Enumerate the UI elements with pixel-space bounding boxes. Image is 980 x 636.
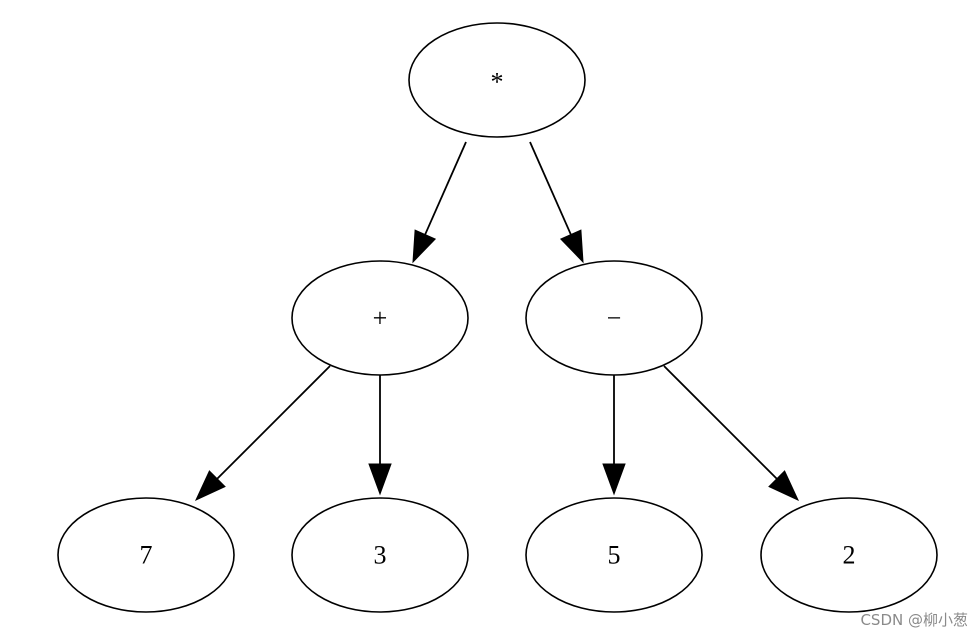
node-minus-label: −	[607, 304, 622, 333]
edge-root-plus	[424, 141, 467, 235]
node-n2-label: 2	[843, 541, 856, 570]
node-n7: 7	[57, 497, 235, 613]
node-root: *	[408, 22, 586, 138]
node-plus: +	[291, 260, 469, 376]
node-n3-ellipse	[291, 497, 469, 613]
node-n7-ellipse	[57, 497, 235, 613]
tree-edges	[194, 141, 800, 502]
arrowhead-plus-n7	[194, 470, 226, 502]
arrowhead-minus-n2	[768, 470, 800, 502]
node-n5-ellipse	[525, 497, 703, 613]
watermark: CSDN @柳小葱	[860, 611, 968, 629]
node-n3: 3	[291, 497, 469, 613]
node-n3-label: 3	[374, 541, 387, 570]
node-minus: −	[525, 260, 703, 376]
node-plus-ellipse	[291, 260, 469, 376]
arrowhead-root-minus	[559, 229, 584, 264]
node-n7-label: 7	[140, 541, 153, 570]
node-root-label: *	[491, 68, 504, 97]
node-n2: 2	[760, 497, 938, 613]
edge-root-minus	[529, 141, 572, 235]
node-n5: 5	[525, 497, 703, 613]
edge-plus-n7	[216, 365, 331, 480]
node-n5-label: 5	[608, 541, 621, 570]
arrowhead-plus-n3	[368, 463, 392, 496]
node-n2-ellipse	[760, 497, 938, 613]
tree-nodes: * + − 7 3 5 2	[57, 22, 938, 613]
node-plus-label: +	[373, 304, 388, 333]
arrowhead-root-plus	[412, 229, 437, 264]
node-root-ellipse	[408, 22, 586, 138]
arrowhead-minus-n5	[602, 463, 626, 496]
edge-minus-n2	[663, 365, 778, 480]
node-minus-ellipse	[525, 260, 703, 376]
